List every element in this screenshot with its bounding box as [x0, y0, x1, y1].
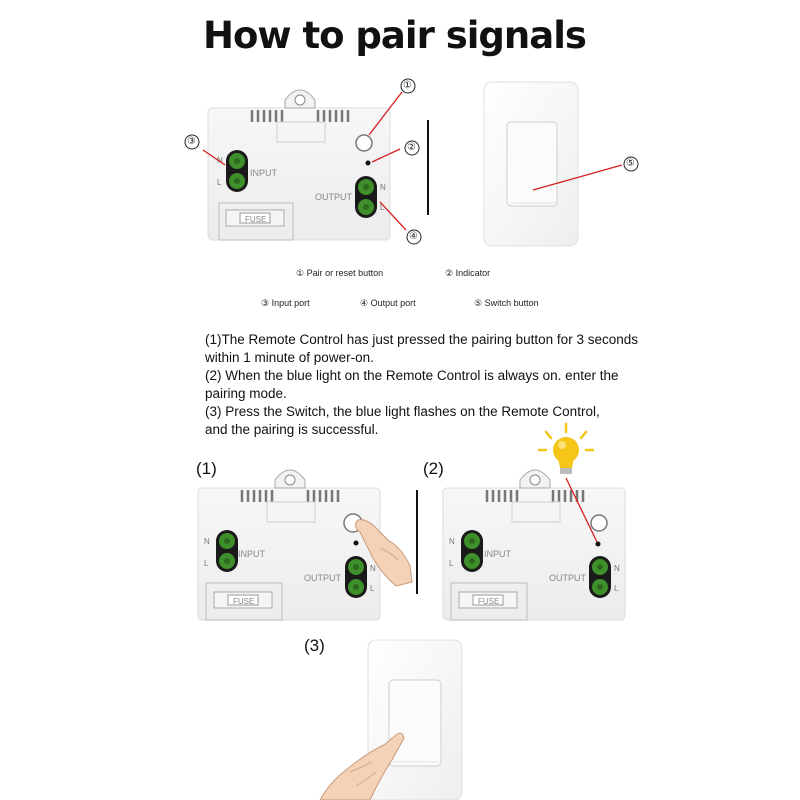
svg-text:N: N	[614, 564, 620, 573]
wall-switch-top	[483, 81, 579, 247]
receiver-device-step1: N L INPUT OUTPUT N L FUSE	[197, 469, 381, 621]
svg-text:FUSE: FUSE	[233, 597, 254, 606]
legend-indicator: ② Indicator	[445, 268, 491, 278]
step-text-line3: (2) When the blue light on the Remote Co…	[205, 368, 619, 383]
step-text-line2: within 1 minute of power-on.	[205, 350, 374, 365]
svg-text:INPUT: INPUT	[484, 549, 512, 559]
hand-pressing-switch-icon	[319, 732, 405, 800]
step-text-line4: pairing mode.	[205, 386, 287, 401]
callout-3: ③	[187, 136, 196, 147]
callout-1: ①	[403, 80, 412, 91]
step-text-line1: (1)The Remote Control has just pressed t…	[205, 332, 638, 347]
panel-label-3: (3)	[304, 636, 325, 655]
svg-text:OUTPUT: OUTPUT	[315, 192, 353, 202]
callout-2: ②	[407, 142, 416, 153]
svg-text:OUTPUT: OUTPUT	[549, 573, 587, 583]
svg-text:L: L	[370, 584, 375, 593]
page-title: How to pair signals	[203, 14, 587, 57]
svg-text:OUTPUT: OUTPUT	[304, 573, 342, 583]
legend-switch-button: ⑤ Switch button	[474, 298, 539, 308]
callout-4: ④	[409, 231, 418, 242]
svg-text:N: N	[380, 183, 386, 192]
light-bulb-icon	[537, 422, 595, 474]
legend-input-port: ③ Input port	[261, 298, 310, 308]
svg-text:N: N	[370, 564, 376, 573]
step-text-line6: and the pairing is successful.	[205, 422, 379, 437]
svg-text:N: N	[217, 156, 223, 165]
svg-text:N: N	[204, 537, 210, 546]
receiver-device-top: N L INPUT OUTPUT N L FUSE	[207, 89, 391, 241]
svg-text:FUSE: FUSE	[245, 215, 266, 224]
svg-text:L: L	[380, 203, 385, 212]
svg-text:L: L	[204, 559, 209, 568]
svg-text:L: L	[217, 178, 222, 187]
hand-pressing-icon	[354, 519, 413, 587]
input-port-icon	[226, 150, 248, 192]
svg-text:L: L	[449, 559, 454, 568]
svg-text:N: N	[449, 537, 455, 546]
legend-pair-reset: ① Pair or reset button	[296, 268, 384, 278]
callout-5: ⑤	[626, 158, 635, 169]
pair-reset-button-icon	[355, 134, 373, 152]
indicator-dot	[365, 160, 371, 166]
svg-text:FUSE: FUSE	[478, 597, 499, 606]
svg-text:L: L	[614, 584, 619, 593]
vent-slots	[250, 110, 350, 122]
step-text-line5: (3) Press the Switch, the blue light fla…	[205, 404, 600, 419]
legend-output-port: ④ Output port	[360, 298, 416, 308]
svg-text:INPUT: INPUT	[238, 549, 266, 559]
callout-circles	[184, 78, 639, 245]
receiver-device-step2: N L INPUT OUTPUT N L FUSE	[442, 469, 626, 621]
svg-text:INPUT: INPUT	[250, 168, 278, 178]
callout-lines	[202, 91, 623, 231]
panel-label-1: (1)	[196, 459, 217, 478]
output-port-icon	[355, 176, 377, 218]
panel-label-2: (2)	[423, 459, 444, 478]
